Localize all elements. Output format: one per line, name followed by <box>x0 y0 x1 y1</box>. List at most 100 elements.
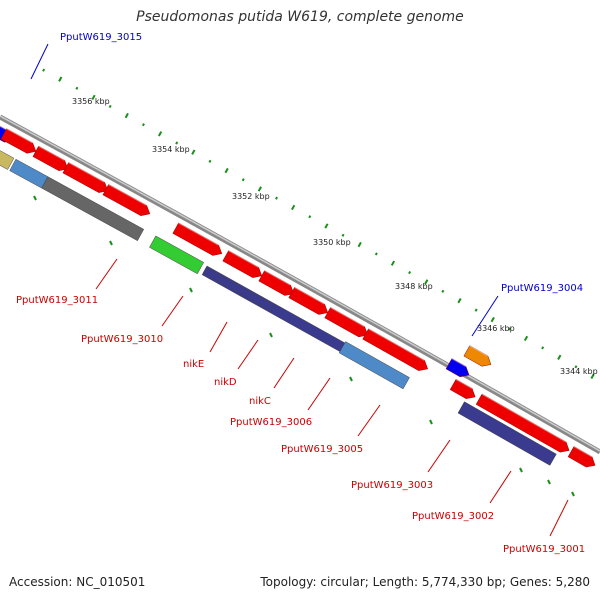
ruler-tick <box>441 289 445 293</box>
gene-label-leader <box>237 339 259 370</box>
lower-tick <box>349 376 353 382</box>
gene-arrow <box>445 358 470 378</box>
gene-arrow-shine <box>178 222 219 246</box>
ruler-tick <box>275 196 278 200</box>
gene-label: nikC <box>249 396 271 407</box>
cog-bar <box>0 150 15 170</box>
gene-arrow <box>102 183 151 216</box>
lower-tick <box>571 491 575 497</box>
gene-label: PputW619_3003 <box>351 480 433 491</box>
gene-arrow <box>449 378 476 399</box>
gene-label-leader <box>471 295 499 337</box>
gene-label-leader <box>549 499 569 537</box>
cog-bar <box>9 158 49 189</box>
gene-label-leader <box>95 258 118 290</box>
ruler-tick <box>507 327 511 331</box>
ruler-tick <box>324 223 329 229</box>
gene-arrow <box>463 345 492 367</box>
gene-arrow-shine <box>573 445 593 458</box>
lower-tick <box>519 467 523 473</box>
gene-arrow <box>32 145 69 171</box>
kbp-label: 3344 kbp <box>560 367 598 376</box>
gene-arrow <box>258 270 295 296</box>
gene-label: PputW619_3001 <box>503 544 585 555</box>
lower-tick <box>189 287 193 293</box>
lower-tick <box>109 240 113 246</box>
map-title: Pseudomonas putida W619, complete genome <box>136 9 464 25</box>
ruler-tick <box>58 76 63 82</box>
ruler-tick <box>341 233 345 237</box>
ruler-tick <box>208 159 212 163</box>
gene-label: PputW619_3002 <box>412 511 494 522</box>
kbp-label: 3354 kbp <box>152 145 190 154</box>
gene-arrow <box>567 446 596 468</box>
ruler-tick <box>108 104 112 109</box>
gene-arrow <box>62 162 109 193</box>
cog-bar <box>457 401 557 466</box>
ruler-tick <box>574 365 578 369</box>
backbone-highlight <box>0 115 600 452</box>
kbp-label: 3352 kbp <box>232 192 270 201</box>
ruler-tick <box>42 68 46 72</box>
ruler-tick <box>390 260 396 266</box>
gene-label-leader <box>307 377 331 411</box>
gene-label: PputW619_3004 <box>501 283 583 294</box>
ruler-tick <box>374 252 378 256</box>
accession-text: Accession: NC_010501 <box>9 575 146 589</box>
gene-arrow <box>288 286 329 315</box>
gene-arrow-shine <box>108 183 147 206</box>
ruler-tick <box>224 167 229 174</box>
gene-arrow-shine <box>451 357 467 368</box>
lower-tick <box>269 332 273 338</box>
ruler-tick <box>124 112 129 119</box>
gene-arrow-shine <box>481 393 567 443</box>
ruler-tick <box>191 149 196 155</box>
cog-bar <box>149 235 205 275</box>
gene-arrow-shine <box>264 269 291 286</box>
gene-label-leader <box>427 439 451 473</box>
gene-label: PputW619_3006 <box>230 417 312 428</box>
ruler-tick <box>308 215 312 219</box>
kbp-label: 3356 kbp <box>72 97 110 106</box>
gene-label: PputW619_3011 <box>16 295 98 306</box>
gene-arrow-shine <box>469 344 489 357</box>
gene-label: PputW619_3005 <box>281 444 363 455</box>
gene-label: nikD <box>214 377 237 388</box>
ruler-tick <box>590 373 595 379</box>
gene-arrow-shine <box>294 286 325 305</box>
ruler-tick <box>157 131 163 137</box>
ruler-tick <box>175 141 179 145</box>
ruler-tick <box>557 354 562 360</box>
gene-label: PputW619_3015 <box>60 32 142 43</box>
ruler-tick <box>257 186 262 192</box>
kbp-label: 3350 kbp <box>313 238 351 247</box>
cog-bar <box>202 267 275 312</box>
gene-arrow-shine <box>6 127 34 144</box>
gene-arrow-shine <box>38 145 66 161</box>
gene-label-leader <box>489 470 512 504</box>
ruler-tick <box>241 178 245 182</box>
ruler-tick <box>474 308 478 312</box>
gene-arrow-shine <box>455 378 473 389</box>
gene-label-leader <box>209 321 228 353</box>
cog-bar <box>41 176 145 242</box>
ruler-tick <box>541 346 545 350</box>
ruler-tick <box>357 241 362 248</box>
ruler-tick <box>141 123 145 127</box>
gene-arrow-shine <box>368 328 425 361</box>
gene-label-leader <box>357 404 381 437</box>
ruler-tick <box>91 94 96 101</box>
ruler-tick <box>408 271 412 275</box>
gene-label-leader <box>273 357 295 389</box>
kbp-label: 3348 kbp <box>395 282 433 291</box>
ruler-tick <box>457 298 462 304</box>
backbone-line <box>0 114 600 455</box>
gene-label: PputW619_3010 <box>81 334 163 345</box>
kbp-label: 3346 kbp <box>477 324 515 333</box>
lower-tick <box>429 419 433 425</box>
gene-label-leader <box>161 295 184 327</box>
ruler-tick <box>291 204 296 211</box>
gene-arrow <box>475 393 570 453</box>
gene-arrow <box>362 328 429 371</box>
